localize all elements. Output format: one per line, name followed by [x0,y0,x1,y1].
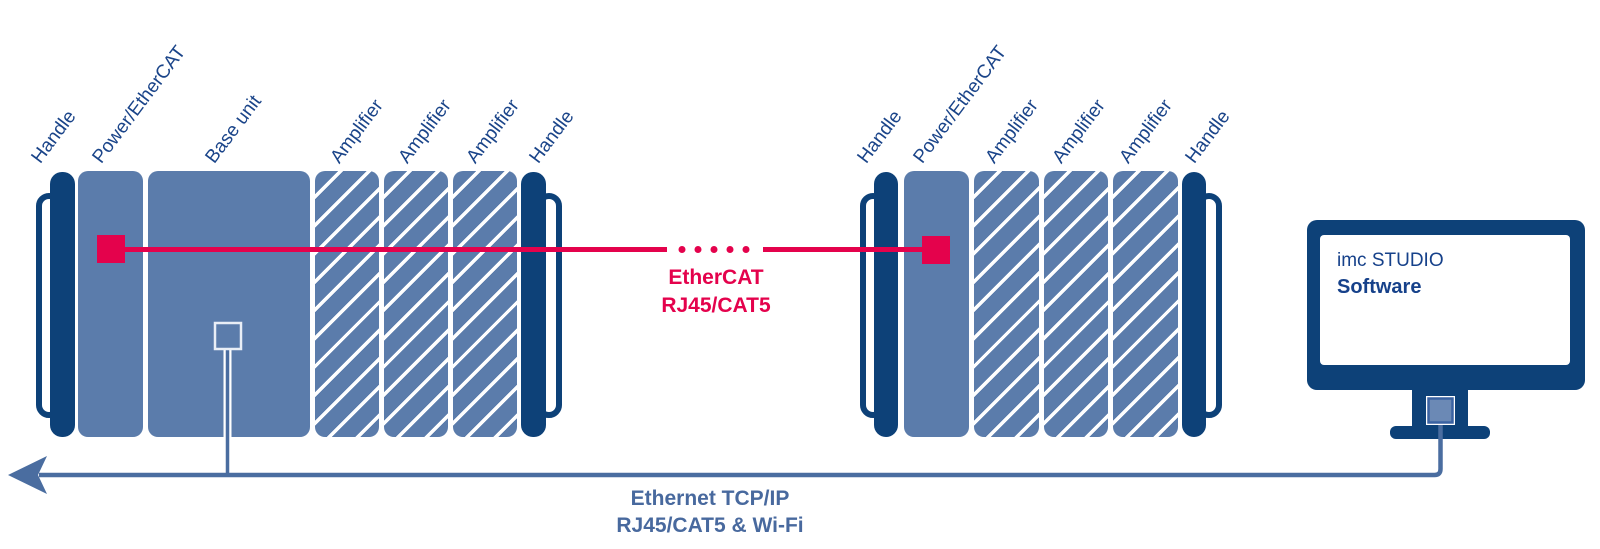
right-label-amplifier-2: Amplifier [1048,95,1110,168]
ethernet-link-line2: RJ45/CAT5 & Wi-Fi [616,514,804,537]
left-label-amplifier-1: Amplifier [326,95,388,168]
right-label-amplifier-3: Amplifier [1115,95,1177,168]
ethercat-link-label: EtherCAT RJ45/CAT5 [616,264,816,320]
right-device-amplifier-module-3 [1113,171,1178,437]
left-device-left-handle-bar [50,172,75,437]
monitor-stand-base [1390,426,1490,439]
ethercat-dot [710,246,718,253]
ethercat-dotted-segment [678,246,750,253]
imc-studio-label: imc STUDIO [1337,250,1444,271]
ethernet-arrowhead-icon [8,456,47,494]
left-device-amplifier-module-1 [315,171,379,437]
left-device-base-unit-module [148,171,310,437]
monitor-stand-pedestal [1412,388,1468,430]
ethercat-dot [742,246,750,253]
ethernet-link-line1: Ethernet TCP/IP [630,487,790,510]
right-device-power-ethercat-module [904,171,969,437]
left-label-amplifier-2: Amplifier [394,95,456,168]
left-device-power-ethercat-module [78,171,143,437]
ethercat-link-line2: RJ45/CAT5 [661,294,771,317]
left-label-amplifier-3: Amplifier [462,95,524,168]
left-device-right-handle-bar [521,172,546,437]
right-device-right-handle-bar [1182,172,1206,437]
right-label-handle-2: Handle [1181,106,1235,168]
left-label-base-unit: Base unit [201,91,266,168]
right-label-handle-1: Handle [853,106,907,168]
left-device-amplifier-module-3 [453,171,517,437]
software-label: Software [1337,276,1422,298]
computer-monitor: imc STUDIO Software [1307,220,1585,390]
ethernet-link-label: Ethernet TCP/IP RJ45/CAT5 & Wi-Fi [590,485,830,539]
right-device-amplifier-module-2 [1044,171,1108,437]
left-device-amplifier-module-2 [384,171,448,437]
left-label-handle-1: Handle [27,106,81,168]
monitor-screen: imc STUDIO Software [1320,235,1570,365]
right-label-amplifier-1: Amplifier [981,95,1043,168]
right-device-amplifier-module-1 [974,171,1039,437]
ethercat-dot [726,246,734,253]
right-device-left-handle-bar [874,172,898,437]
ethercat-link-line1: EtherCAT [668,266,764,289]
ethercat-dot [678,246,686,253]
left-label-handle-2: Handle [525,106,579,168]
left-label-power-ethercat: Power/EtherCAT [88,42,191,168]
ethercat-dot [694,246,702,253]
